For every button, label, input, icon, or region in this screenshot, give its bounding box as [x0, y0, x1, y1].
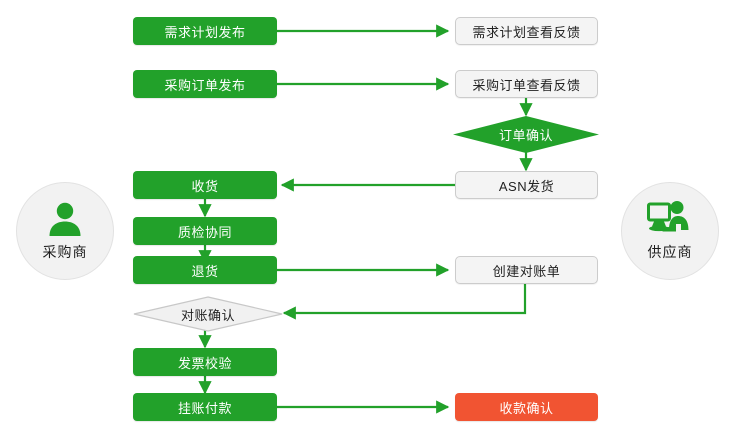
node-payable-payment-label: 挂账付款	[177, 400, 232, 416]
actor-buyer-label: 采购商	[42, 244, 88, 260]
person-icon	[45, 200, 85, 240]
node-demand-plan-feedback-label: 需求计划查看反馈	[472, 24, 581, 40]
actor-buyer[interactable]: 采购商	[16, 182, 114, 280]
edge-create-statement-to-statement-confirm	[282, 284, 527, 320]
node-receive-goods-label: 收货	[191, 178, 219, 194]
node-invoice-verify-label: 发票校验	[177, 355, 232, 371]
node-invoice-verify[interactable]: 发票校验	[133, 348, 277, 376]
actor-supplier-label: 供应商	[647, 244, 693, 260]
node-receipt-confirm[interactable]: 收款确认	[455, 393, 598, 421]
node-demand-plan-publish[interactable]: 需求计划发布	[133, 17, 277, 45]
node-asn-shipment-label: ASN发货	[498, 178, 555, 194]
node-statement-confirm-label: 对账确认	[180, 307, 235, 323]
node-order-confirm[interactable]: 订单确认	[453, 116, 599, 153]
person-at-computer-icon	[647, 200, 693, 240]
actor-supplier[interactable]: 供应商	[621, 182, 719, 280]
node-quality-collab[interactable]: 质检协同	[133, 217, 277, 245]
node-quality-collab-label: 质检协同	[177, 224, 232, 240]
node-demand-plan-publish-label: 需求计划发布	[164, 24, 246, 40]
node-create-statement[interactable]: 创建对账单	[455, 256, 598, 284]
node-purchase-order-publish[interactable]: 采购订单发布	[133, 70, 277, 98]
node-asn-shipment[interactable]: ASN发货	[455, 171, 598, 199]
node-purchase-order-feedback-label: 采购订单查看反馈	[472, 77, 581, 93]
node-receive-goods[interactable]: 收货	[133, 171, 277, 199]
node-return-goods-label: 退货	[191, 263, 219, 279]
node-receipt-confirm-label: 收款确认	[499, 400, 554, 416]
node-create-statement-label: 创建对账单	[492, 263, 561, 279]
node-return-goods[interactable]: 退货	[133, 256, 277, 284]
node-purchase-order-publish-label: 采购订单发布	[164, 77, 246, 93]
node-payable-payment[interactable]: 挂账付款	[133, 393, 277, 421]
node-purchase-order-feedback[interactable]: 采购订单查看反馈	[455, 70, 598, 98]
node-demand-plan-feedback[interactable]: 需求计划查看反馈	[455, 17, 598, 45]
node-order-confirm-label: 订单确认	[498, 128, 553, 143]
node-statement-confirm[interactable]: 对账确认	[133, 296, 283, 332]
